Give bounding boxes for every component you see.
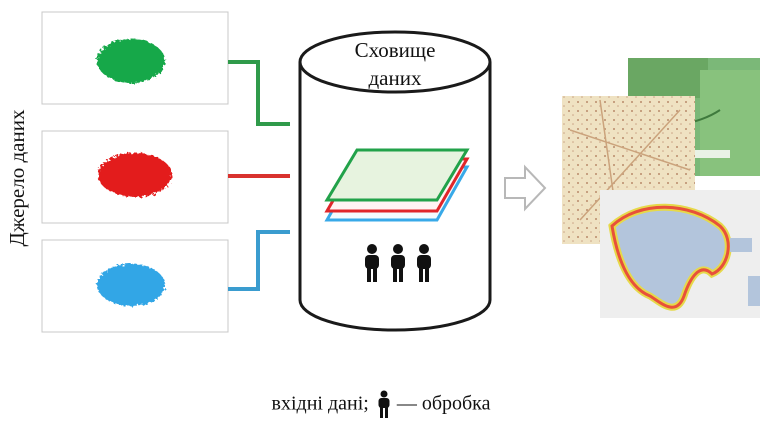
storage-title: Сховище даних <box>322 36 468 92</box>
data-layers-stack <box>324 148 470 222</box>
green-data-blob <box>97 39 165 83</box>
output-maps <box>562 58 760 318</box>
caption-processing-text: — обробка <box>396 392 491 415</box>
source-box-red <box>41 130 229 224</box>
blue-data-blob <box>97 264 165 306</box>
storage-title-line-1: Сховище <box>354 38 436 62</box>
person-icon <box>378 390 390 418</box>
arrow-right-icon <box>504 164 547 212</box>
green-layer <box>324 148 470 202</box>
map-coastline <box>600 190 760 318</box>
legend-caption: вхідні дані; — обробка <box>0 390 762 418</box>
source-box-green <box>41 11 229 105</box>
green-connector <box>228 60 290 126</box>
person-icon <box>417 244 431 282</box>
storage-title-line-2: даних <box>368 66 422 90</box>
caption-input-text: вхідні дані; <box>271 392 369 415</box>
source-box-blue <box>41 239 229 333</box>
person-icon <box>391 244 405 282</box>
processing-figures <box>365 244 431 282</box>
red-data-blob <box>98 153 172 197</box>
sources-label: Джерело даних <box>5 109 29 247</box>
blue-connector <box>228 230 290 291</box>
person-icon <box>365 244 379 282</box>
